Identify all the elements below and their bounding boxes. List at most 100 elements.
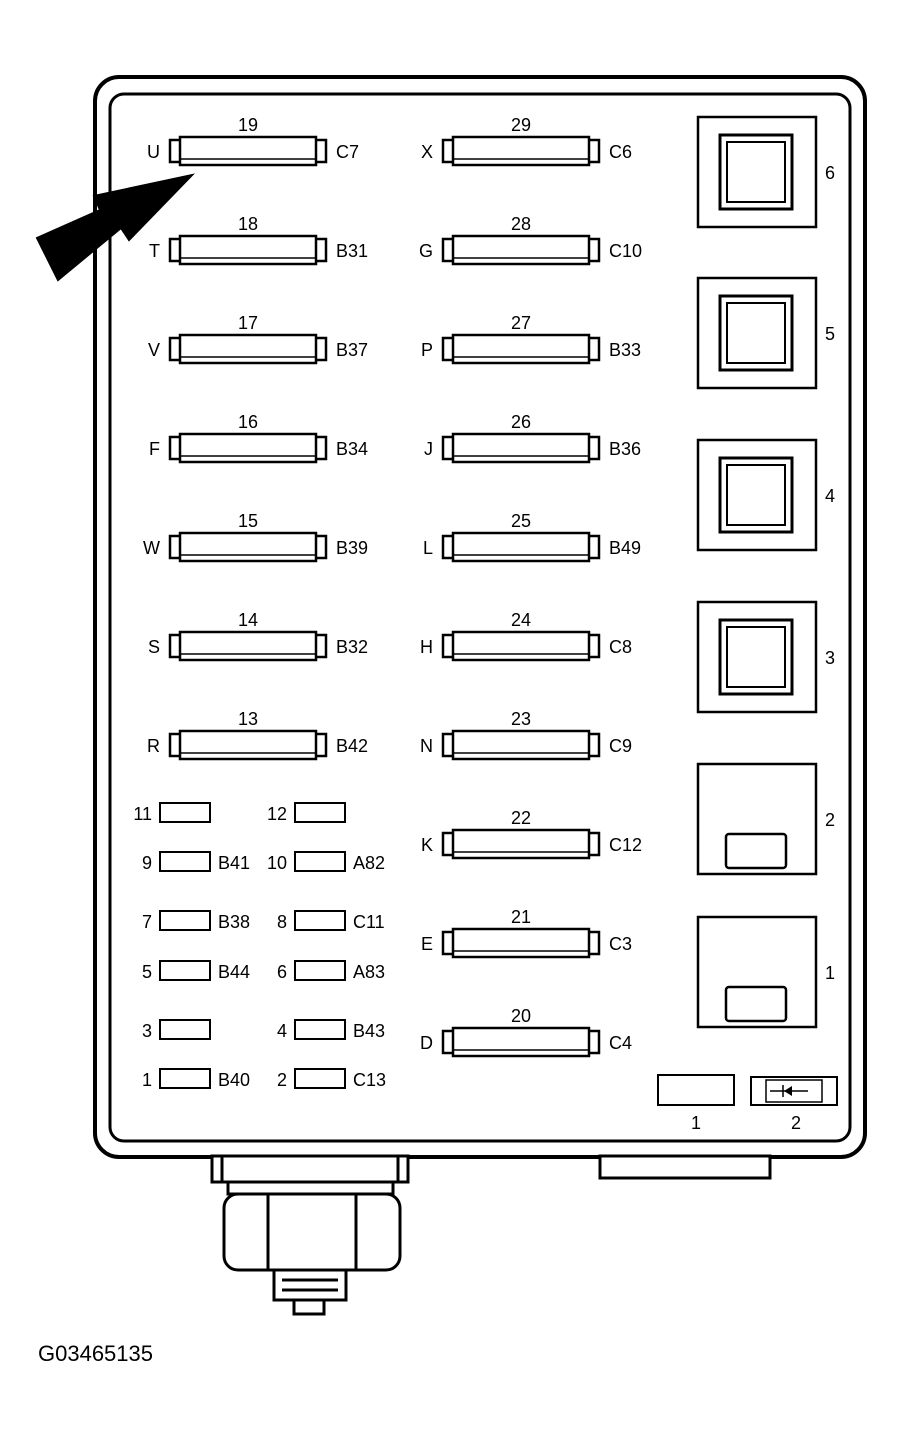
fuse-right-label: C12 [609,835,642,855]
fuse-number: 13 [238,709,258,729]
fuse-right-label: B36 [609,439,641,459]
large-fuse: 17V B37 [148,313,368,365]
fuse-number: 15 [238,511,258,531]
small-fuse-number: 1 [142,1070,152,1090]
large-fuse: 24H C8 [420,610,632,662]
relay-number: 6 [825,163,835,183]
fuse-right-label: C4 [609,1033,632,1053]
small-fuse-number: 3 [142,1021,152,1041]
small-fuse-number: 5 [142,962,152,982]
small-fuse-number: 7 [142,912,152,932]
fuse-number: 27 [511,313,531,333]
bottom-component-number: 2 [791,1113,801,1133]
fuse-number: 17 [238,313,258,333]
small-fuse-number: 6 [277,962,287,982]
small-fuse-code: A83 [353,962,385,982]
fuse-left-label: D [420,1033,433,1053]
fuse-number: 28 [511,214,531,234]
small-fuse-code: B38 [218,912,250,932]
fuse-left-label: R [147,736,160,756]
pointer-arrow [35,173,196,282]
small-fuse-number: 2 [277,1070,287,1090]
fuse-number: 21 [511,907,531,927]
fuse-right-label: C7 [336,142,359,162]
small-fuse-code: A82 [353,853,385,873]
fuse-left-label: P [421,340,433,360]
fuse-right-label: C8 [609,637,632,657]
large-fuse: 28G C10 [419,214,642,266]
fuse-number: 24 [511,610,531,630]
relay: 3 [696,600,835,714]
small-fuse: 12 [267,802,346,824]
small-fuse: 8 C11 [277,910,385,932]
fuse-right-label: B33 [609,340,641,360]
relay: 2 [696,762,835,876]
relay-number: 2 [825,810,835,830]
small-fuse: 3 [142,1019,211,1041]
relay-number: 4 [825,486,835,506]
small-fuse-number: 12 [267,804,287,824]
small-fuse: 6 A83 [277,960,385,982]
fuse-right-label: B39 [336,538,368,558]
fuse-number: 16 [238,412,258,432]
fuse-number: 20 [511,1006,531,1026]
fuse-right-label: B32 [336,637,368,657]
small-fuse: 10 A82 [267,851,385,873]
small-fuse-code: B44 [218,962,250,982]
small-fuse: 5 B44 [142,960,250,982]
bottom-component: 1 [657,1074,735,1133]
fuse-left-label: H [420,637,433,657]
fuse-left-label: K [421,835,433,855]
large-fuse: 27P B33 [421,313,641,365]
fuse-right-label: B42 [336,736,368,756]
small-fuse: 2 C13 [277,1068,386,1090]
bottom-component-diode: 2 [750,1076,838,1133]
small-fuse-number: 4 [277,1021,287,1041]
fuse-left-label: F [149,439,160,459]
fuse-right-label: C9 [609,736,632,756]
large-fuse: 25L B49 [423,511,641,563]
fuse-number: 19 [238,115,258,135]
small-fuse-number: 8 [277,912,287,932]
fuse-left-label: N [420,736,433,756]
fuse-left-label: U [147,142,160,162]
small-fuse-code: C11 [353,912,385,932]
fuse-left-label: E [421,934,433,954]
large-fuse: 20D C4 [420,1006,632,1058]
bottom-mount-left [210,1154,410,1316]
fuse-left-label: J [424,439,433,459]
small-fuse: 11 [133,802,211,824]
fuse-left-label: V [148,340,160,360]
relay: 6 [696,115,835,229]
fuse-left-label: L [423,538,433,558]
fuse-right-label: B49 [609,538,641,558]
relay-number: 5 [825,324,835,344]
fuse-right-label: C6 [609,142,632,162]
small-fuse-code: B41 [218,853,250,873]
fuse-left-label: S [148,637,160,657]
fuse-number: 29 [511,115,531,135]
fuse-number: 23 [511,709,531,729]
fuse-number: 25 [511,511,531,531]
small-fuse-code: C13 [353,1070,386,1090]
fuse-left-label: X [421,142,433,162]
relay-number: 1 [825,963,835,983]
large-fuse: 21E C3 [421,907,632,959]
large-fuse: 22K C12 [421,808,642,860]
fuse-right-label: C10 [609,241,642,261]
fuse-right-label: B37 [336,340,368,360]
small-fuse-number: 11 [133,804,152,824]
fuse-number: 22 [511,808,531,828]
fuse-left-label: G [419,241,433,261]
relay: 1 [696,915,835,1029]
fuse-right-label: C3 [609,934,632,954]
small-fuse-number: 10 [267,853,287,873]
